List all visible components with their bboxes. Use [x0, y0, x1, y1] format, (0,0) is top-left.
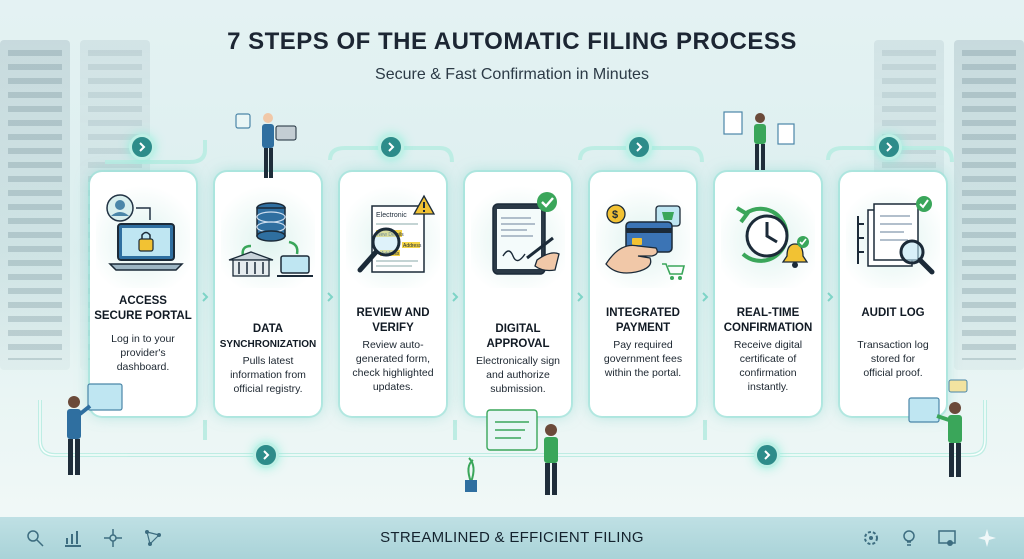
svg-text:Address: Address [403, 243, 422, 249]
chevron-right-icon [702, 292, 709, 302]
sparkle-icon [978, 529, 996, 547]
step-card-review-verify: Electronic New Details Address Address R… [340, 172, 446, 416]
clock-bell-icon [721, 184, 815, 288]
step-title-7: AUDIT LOG [861, 307, 925, 319]
connector-arrow-1 [129, 134, 155, 160]
footer-label: STREAMLINED & EFFICIENT FILING [380, 529, 644, 546]
chevron-right-icon [452, 292, 459, 302]
lightbulb-icon [903, 530, 915, 546]
bar-chart-icon [65, 531, 81, 547]
page-title: 7 STEPS OF THE AUTOMATIC FILING PROCESS [227, 28, 797, 55]
gear-icon [864, 531, 878, 545]
connector-arrow-3 [626, 134, 652, 160]
person-with-documents-illustration [723, 111, 795, 170]
connector-arrow-2 [378, 134, 404, 160]
connector-arrow-6 [754, 442, 780, 468]
chevron-right-icon [327, 292, 334, 302]
tablet-signature-icon [471, 184, 565, 288]
server-rack-right [954, 40, 1024, 370]
audit-document-icon [846, 184, 940, 288]
connector-arrow-4 [876, 134, 902, 160]
person-at-screen-illustration-right [908, 379, 968, 477]
header: 7 STEPS OF THE AUTOMATIC FILING PROCESS … [0, 28, 1024, 84]
connector-arrow-5 [253, 442, 279, 468]
card-payment-icon: $ [596, 184, 690, 288]
chevron-right-icon [577, 292, 584, 302]
person-at-screen-illustration-center [465, 409, 558, 495]
certificate-icon [938, 530, 956, 546]
svg-text:$: $ [612, 209, 618, 221]
server-rack-left [0, 40, 70, 370]
search-chart-icon [27, 530, 44, 547]
chevron-right-icon [202, 292, 209, 302]
page-subtitle: Secure & Fast Confirmation in Minutes [375, 66, 649, 83]
svg-text:Electronic: Electronic [376, 212, 407, 219]
footer-bar: STREAMLINED & EFFICIENT FILING [0, 517, 1024, 559]
chevron-right-icon [827, 292, 834, 302]
circuit-icon [104, 529, 122, 547]
network-icon [145, 530, 161, 546]
person-at-screen-illustration-left [67, 383, 123, 475]
laptop-lock-icon [96, 184, 190, 288]
person-with-laptop-illustration [235, 113, 297, 178]
document-magnifier-icon: Electronic New Details Address Address [346, 184, 440, 288]
step-desc-3: Review auto-generated form,check highlig… [352, 339, 434, 393]
database-sync-icon [221, 184, 315, 288]
